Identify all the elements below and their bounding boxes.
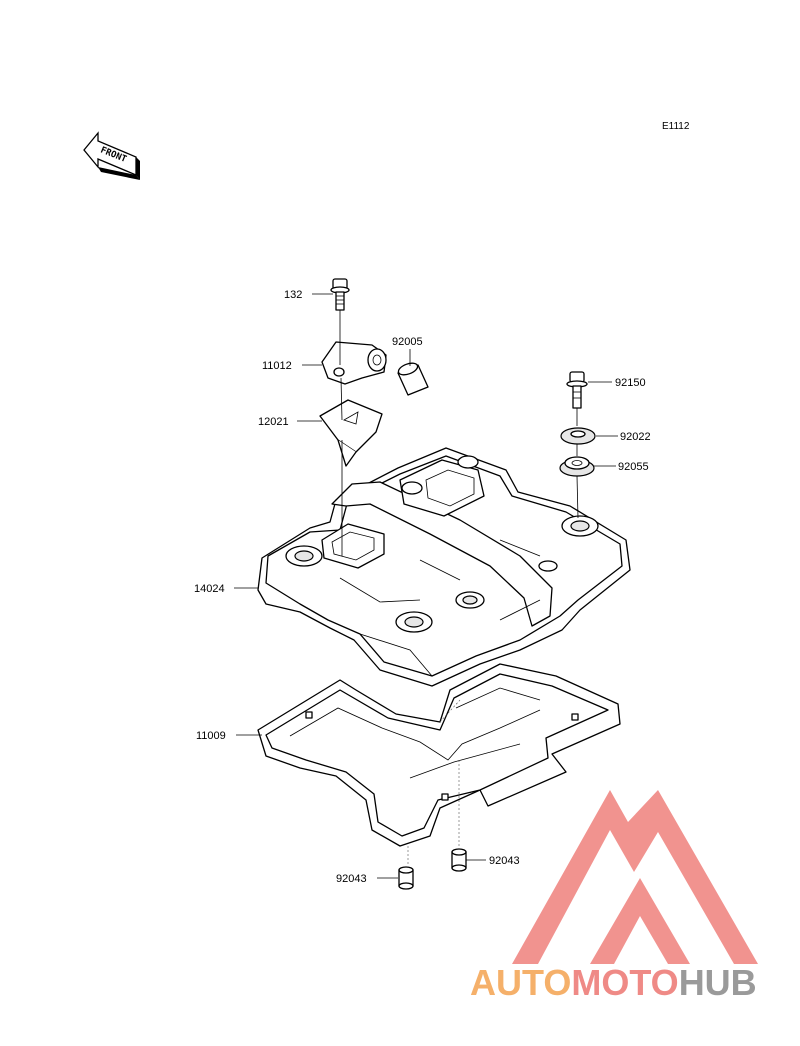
part-label-11009[interactable]: 11009	[196, 730, 226, 742]
grommet-92055-drawing	[559, 456, 595, 477]
watermark-text-moto: MOTO	[571, 962, 678, 1003]
bracket-11012-drawing	[321, 341, 387, 385]
watermark-text-hub: HUB	[679, 962, 757, 1003]
gasket-11009-drawing	[257, 663, 621, 847]
alignment-lines	[339, 310, 579, 866]
part-label-92005[interactable]: 92005	[392, 336, 423, 348]
part-label-92022[interactable]: 92022	[620, 431, 651, 443]
watermark-logo-icon	[512, 790, 758, 964]
dowel-pin-92043-right-drawing	[451, 848, 467, 872]
part-label-132[interactable]: 132	[284, 289, 302, 301]
part-label-14024[interactable]: 14024	[194, 583, 225, 595]
dowel-pin-92043-left-drawing	[398, 866, 414, 890]
watermark-text: AUTOMOTOHUB	[470, 962, 757, 1003]
cap-12021-drawing	[319, 399, 383, 467]
front-arrow-icon: FRONT	[83, 131, 140, 180]
leader-lines	[234, 293, 618, 879]
part-label-12021[interactable]: 12021	[258, 416, 289, 428]
bolt-132-drawing	[330, 278, 350, 311]
diagram-code: E1112	[662, 121, 690, 132]
part-label-92043-left[interactable]: 92043	[336, 873, 367, 885]
part-label-92150[interactable]: 92150	[615, 377, 646, 389]
washer-92022-drawing	[560, 427, 596, 445]
watermark-text-auto: AUTO	[470, 962, 571, 1003]
bolt-92150-drawing	[566, 371, 588, 409]
cylinder-head-cover-14024-drawing	[257, 447, 631, 687]
part-label-92055[interactable]: 92055	[618, 461, 649, 473]
part-label-92043-right[interactable]: 92043	[489, 855, 520, 867]
part-label-11012[interactable]: 11012	[262, 360, 292, 372]
sleeve-92005-drawing	[397, 362, 429, 396]
